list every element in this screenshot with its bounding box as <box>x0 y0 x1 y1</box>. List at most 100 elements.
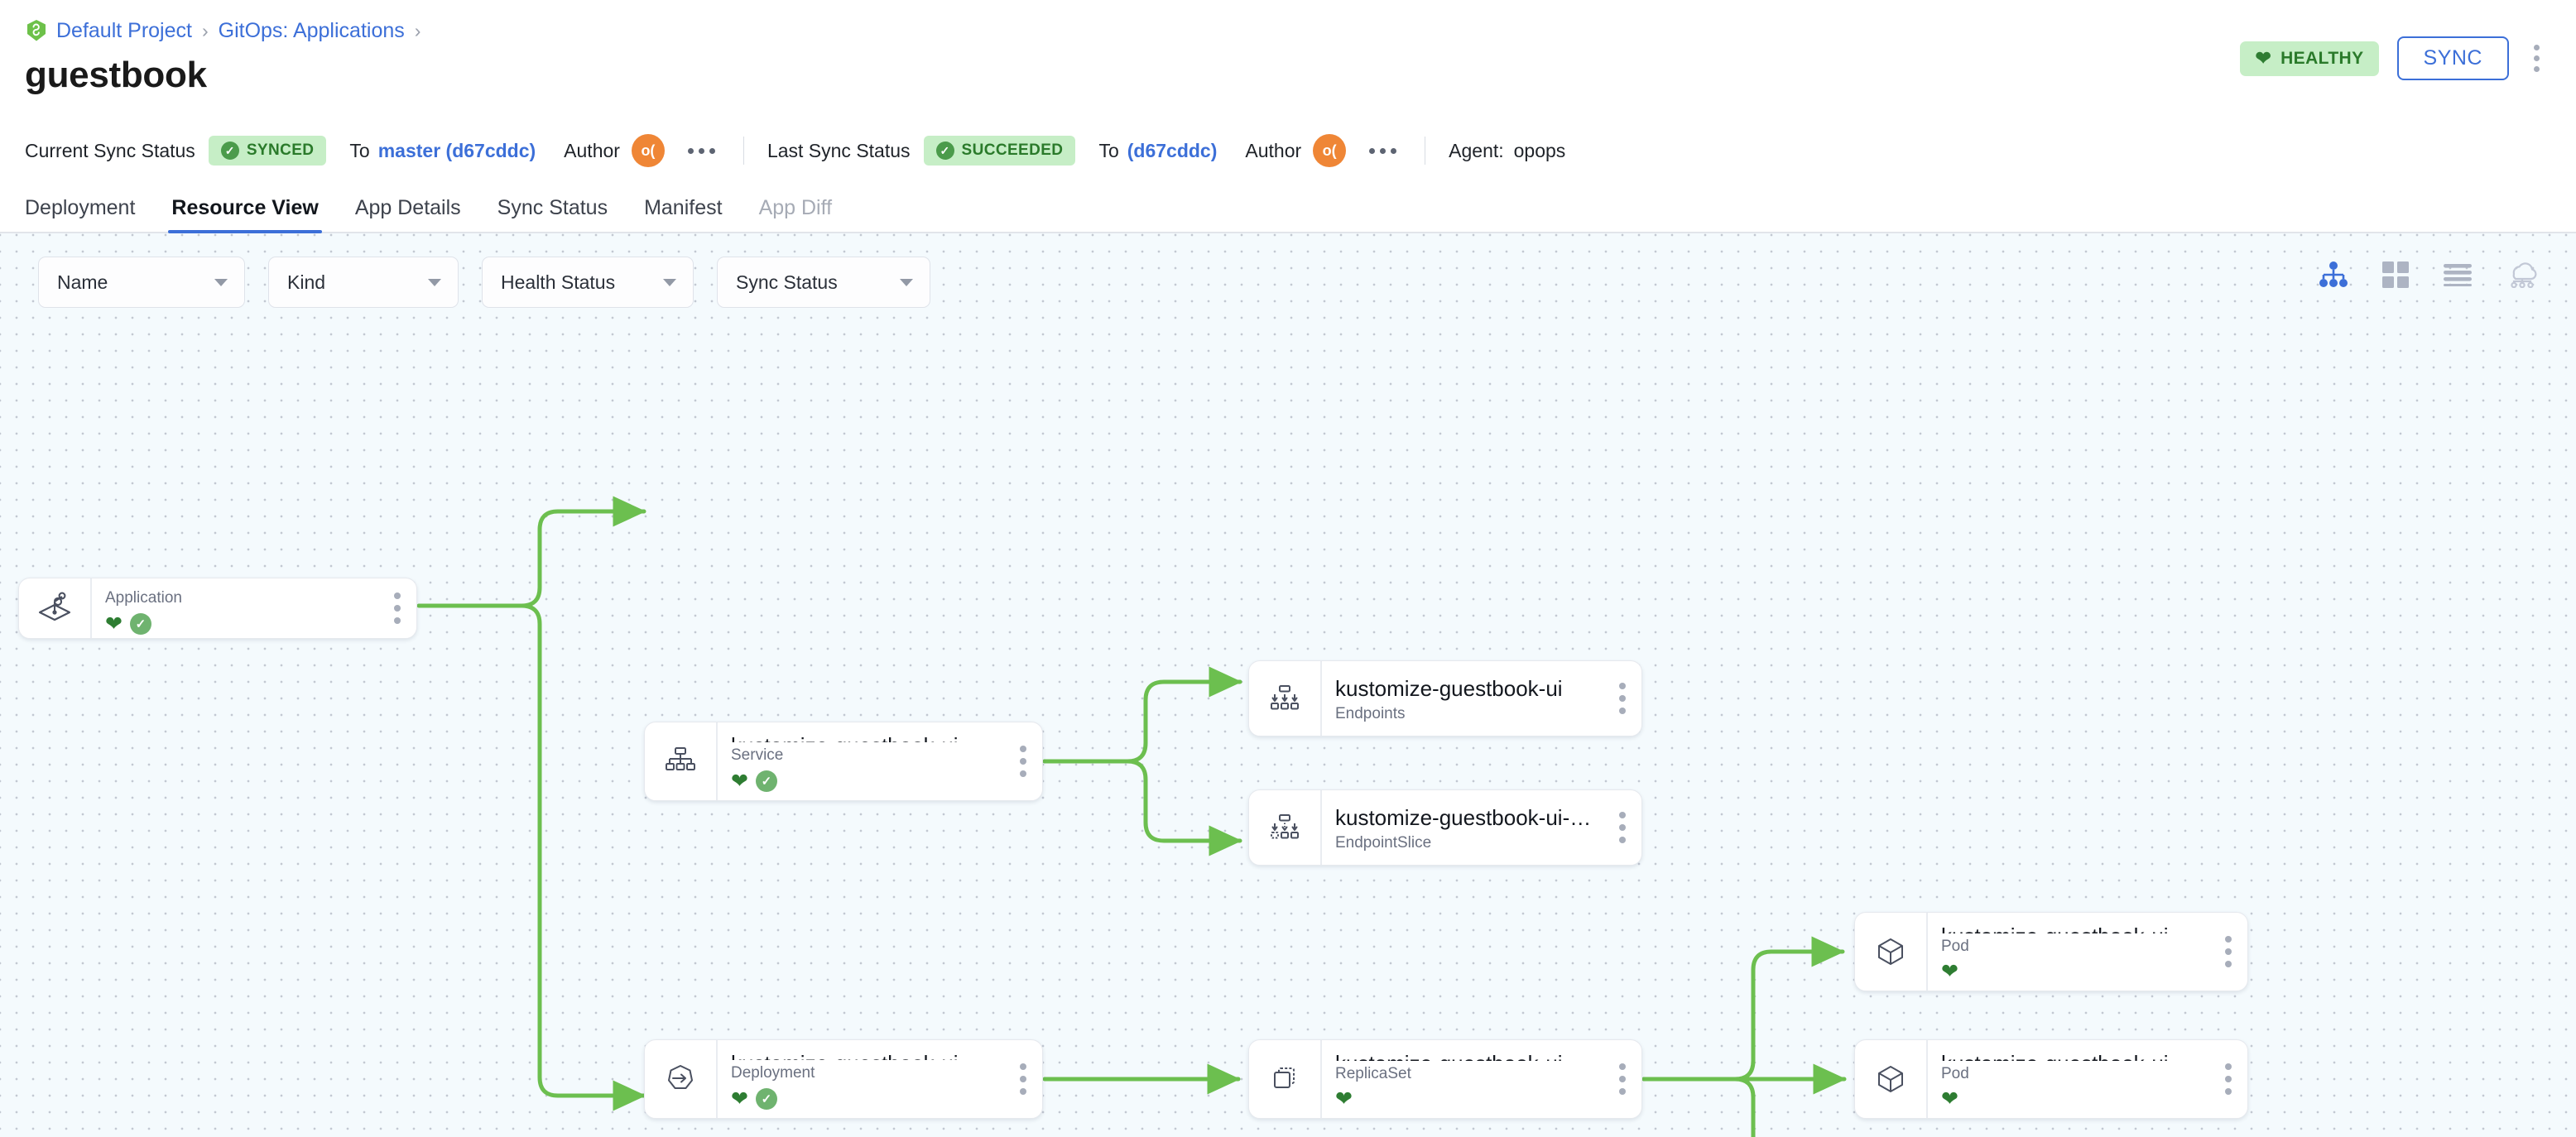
filter-sync-status-dropdown[interactable]: Sync Status <box>717 257 930 308</box>
node-content: kustomize-guestbook-ui-… EndpointSlice <box>1320 790 1603 865</box>
graph-node-application[interactable]: guestbook Application ❤ ✓ <box>18 578 417 639</box>
status-badge-health: ❤ HEALTHY <box>2240 41 2379 76</box>
node-kind: Endpoints <box>1335 705 1406 723</box>
check-circle-icon: ✓ <box>220 142 239 160</box>
node-title: kustomize-guestbook-ui-… <box>1941 1052 2209 1061</box>
node-kind: Application <box>105 589 182 607</box>
kebab-vertical-icon[interactable] <box>2527 41 2546 75</box>
last-to-label: To <box>1098 139 1119 161</box>
app-header: Default Project › GitOps: Applications ›… <box>0 0 2576 122</box>
node-badges: ❤ ✓ <box>731 1088 1004 1110</box>
node-content: kustomize-guestbook-ui Service ❤ ✓ <box>716 722 1004 800</box>
node-menu-icon[interactable] <box>1603 790 1641 865</box>
node-badges: ❤ ✓ <box>731 770 1004 792</box>
graph-node-endpoints[interactable]: kustomize-guestbook-ui Endpoints <box>1248 660 1642 736</box>
node-content: kustomize-guestbook-ui-… ReplicaSet ❤ <box>1320 1040 1603 1118</box>
graph-node-deployment[interactable]: kustomize-guestbook-ui Deployment ❤ ✓ <box>644 1039 1043 1119</box>
chevron-down-icon-3 <box>663 278 676 286</box>
node-menu-icon[interactable] <box>1603 661 1641 736</box>
node-title: kustomize-guestbook-ui-… <box>1335 805 1592 830</box>
current-to-label: To <box>349 139 370 161</box>
tab-sync-status[interactable]: Sync Status <box>497 196 608 219</box>
node-kind: Deployment <box>731 1064 815 1082</box>
current-sync-more-icon[interactable] <box>683 143 720 159</box>
breadcrumb-item-gitops-applications[interactable]: GitOps: Applications <box>218 18 405 42</box>
health-badge-label: HEALTHY <box>2280 48 2364 68</box>
filter-kind-dropdown[interactable]: Kind <box>268 257 459 308</box>
node-title: kustomize-guestbook-ui-… <box>1335 1052 1603 1061</box>
tab-deployment[interactable]: Deployment <box>25 196 136 219</box>
node-menu-icon[interactable] <box>1004 1040 1042 1118</box>
node-kind: Pod <box>1941 938 1969 955</box>
check-circle-icon: ✓ <box>755 1088 777 1110</box>
tab-manifest[interactable]: Manifest <box>644 196 723 219</box>
network-view-icon[interactable] <box>2506 261 2538 289</box>
heart-icon: ❤ <box>1941 1087 1958 1111</box>
node-menu-icon[interactable] <box>2209 913 2247 991</box>
breadcrumb: Default Project › GitOps: Applications › <box>25 18 2540 43</box>
node-kind: ReplicaSet <box>1335 1065 1411 1082</box>
endpoints-icon <box>1249 661 1320 736</box>
filter-health-label: Health Status <box>501 271 616 293</box>
graph-node-pod-1[interactable]: kustomize-guestbook-ui-… Pod ❤ <box>1854 912 2248 991</box>
graph-node-pod-2[interactable]: kustomize-guestbook-ui-… Pod ❤ <box>1854 1039 2248 1119</box>
check-circle-icon: ✓ <box>129 613 151 635</box>
avatar-2: o( <box>1313 134 1347 167</box>
sync-button[interactable]: SYNC <box>2396 36 2509 80</box>
node-content: kustomize-guestbook-ui-… Pod ❤ <box>1926 1040 2209 1118</box>
node-menu-icon[interactable] <box>1004 722 1042 800</box>
resource-graph-canvas[interactable]: Name Kind Health Status Sync Status <box>0 233 2576 1137</box>
header-actions: ❤ HEALTHY SYNC <box>2240 36 2546 80</box>
filter-health-status-dropdown[interactable]: Health Status <box>482 257 694 308</box>
check-circle-icon-2: ✓ <box>935 142 954 160</box>
agent-info: Agent: opops <box>1449 140 1565 162</box>
current-sync-status-badge: ✓ SYNCED <box>208 136 327 166</box>
tab-bar: Deployment Resource View App Details Syn… <box>0 179 2576 233</box>
grid-view-icon[interactable] <box>2382 261 2409 288</box>
node-kind: Pod <box>1941 1065 1969 1082</box>
current-author-label: Author <box>564 139 620 161</box>
graph-node-replicaset[interactable]: kustomize-guestbook-ui-… ReplicaSet ❤ <box>1248 1039 1642 1119</box>
pod-icon <box>1855 913 1926 991</box>
tab-app-details[interactable]: App Details <box>354 196 461 219</box>
current-sync-status-label: Current Sync Status <box>25 139 195 161</box>
view-mode-toolbar <box>2319 261 2538 289</box>
agent-label: Agent: <box>1449 139 1504 161</box>
tree-view-icon[interactable] <box>2319 261 2348 288</box>
page-title: guestbook <box>25 55 207 95</box>
node-content: kustomize-guestbook-ui Deployment ❤ ✓ <box>716 1040 1004 1118</box>
breadcrumb-separator: › <box>201 19 209 41</box>
devtron-logo-icon <box>25 18 48 43</box>
tab-app-diff: App Diff <box>758 196 833 219</box>
replicaset-icon <box>1249 1040 1320 1118</box>
heart-icon: ❤ <box>2255 47 2272 69</box>
node-title: kustomize-guestbook-ui <box>1335 676 1563 701</box>
current-revision-link[interactable]: master (d67cddc) <box>377 139 536 161</box>
last-sync-status-label: Last Sync Status <box>767 139 911 161</box>
node-content: guestbook Application ❤ ✓ <box>90 578 378 638</box>
heart-icon: ❤ <box>1941 960 1958 983</box>
graph-node-service[interactable]: kustomize-guestbook-ui Service ❤ ✓ <box>644 722 1043 801</box>
last-sync-more-icon[interactable] <box>1364 143 1401 159</box>
node-title: kustomize-guestbook-ui-… <box>1941 924 2209 933</box>
tab-resource-view[interactable]: Resource View <box>153 196 336 233</box>
heart-icon: ❤ <box>731 769 748 793</box>
node-menu-icon[interactable] <box>1603 1040 1641 1118</box>
deployment-icon <box>645 1040 716 1118</box>
node-kind: EndpointSlice <box>1335 834 1432 852</box>
last-revision-link[interactable]: (d67cddc) <box>1127 139 1218 161</box>
list-view-icon[interactable] <box>2444 263 2472 286</box>
graph-node-endpointslice[interactable]: kustomize-guestbook-ui-… EndpointSlice <box>1248 789 1642 866</box>
node-title: kustomize-guestbook-ui <box>731 734 1004 742</box>
node-menu-icon[interactable] <box>378 578 416 638</box>
node-kind: Service <box>731 746 784 764</box>
agent-value: opops <box>1513 139 1566 161</box>
current-sync-status-value: SYNCED <box>246 142 315 159</box>
node-content: kustomize-guestbook-ui Endpoints <box>1320 661 1603 736</box>
filter-name-dropdown[interactable]: Name <box>38 257 245 308</box>
filter-bar: Name Kind Health Status Sync Status <box>38 257 930 308</box>
node-menu-icon[interactable] <box>2209 1040 2247 1118</box>
node-content: kustomize-guestbook-ui-… Pod ❤ <box>1926 913 2209 991</box>
breadcrumb-item-project[interactable]: Default Project <box>56 18 192 42</box>
heart-icon: ❤ <box>105 612 123 636</box>
